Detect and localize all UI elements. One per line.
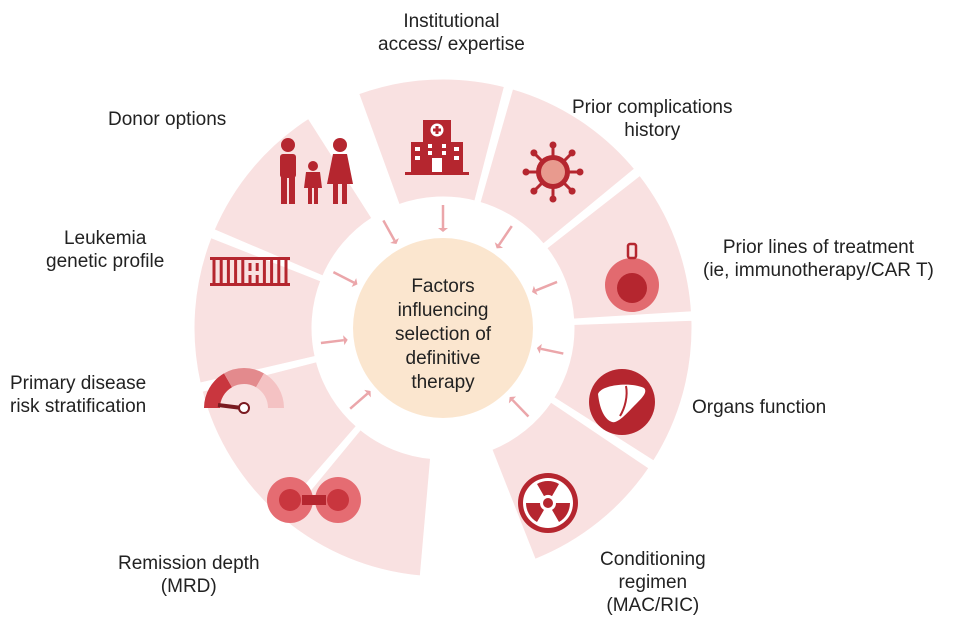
radiation-icon (518, 473, 578, 533)
segment-genetic (191, 234, 324, 387)
label-primary-disease-risk: Primary disease risk stratification (10, 373, 147, 417)
label-remission-depth: Remission depth (MRD) (118, 553, 260, 597)
segment-risk (199, 358, 360, 519)
liver-icon (589, 369, 655, 435)
arrow-conditioning (508, 396, 530, 418)
label-organs-function: Organs function (692, 397, 827, 418)
arrow-risk (320, 335, 348, 346)
label-prior-complications: Prior complications history (572, 97, 733, 141)
gauge-icon (204, 368, 284, 414)
arrow-genetic (332, 271, 358, 288)
label-institutional-access: Institutional access/ expertise (378, 11, 525, 55)
arrow-prior-lines (532, 280, 558, 296)
arrow-complications (494, 225, 513, 249)
dividing-cell-icon (267, 477, 361, 523)
cell-icon (605, 242, 659, 312)
arrows (320, 205, 564, 418)
center-circle (353, 238, 533, 418)
label-prior-lines-of-treatment: Prior lines of treatment (ie, immunother… (703, 237, 934, 281)
arrow-organs (536, 343, 564, 355)
arrow-remission (349, 389, 371, 410)
dna-icon (210, 257, 290, 286)
virus-icon (522, 141, 584, 203)
center-title: Factors influencing selection of definit… (394, 276, 492, 393)
family-icon (280, 138, 353, 204)
label-donor-options: Donor options (108, 109, 227, 130)
label-conditioning-regimen: Conditioning regimen (MAC/RIC) (600, 549, 706, 616)
arrow-institutional (438, 205, 448, 232)
hospital-icon (405, 120, 469, 175)
arrow-donor (382, 219, 399, 245)
label-leukemia-genetic-profile: Leukemia genetic profile (46, 228, 165, 272)
